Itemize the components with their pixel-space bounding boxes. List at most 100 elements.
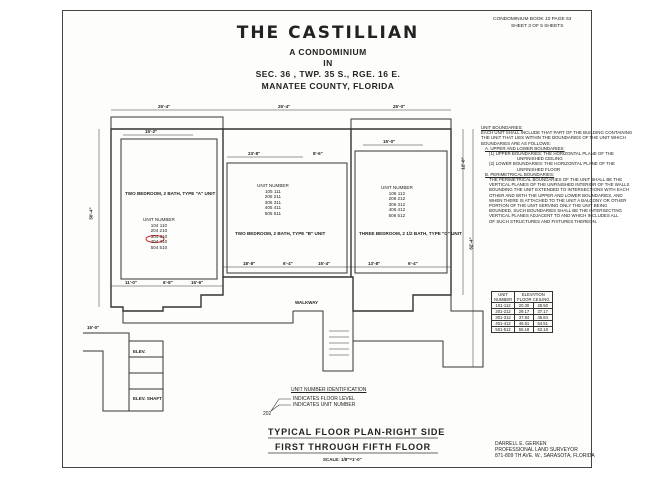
unit-c-row: 106 112 [388, 190, 406, 196]
unit-c-row: 506 512 [388, 212, 406, 218]
header-floor: FLOOR [517, 297, 532, 302]
unit-c-row: 206 212 [388, 196, 406, 202]
unit-b-list: UNIT NUMBER 105 111 205 211 305 311 405 … [257, 183, 289, 217]
dimension-bottom-a3: 15'-6" [191, 280, 204, 285]
notes-a2: (2) LOWER BOUNDARIES: THE HORIZONTAL PLA… [489, 161, 615, 167]
header-unit: UNIT [498, 292, 508, 297]
unit-b-row: 405 411 [264, 205, 282, 211]
page-label: PAGE [551, 17, 565, 22]
unit-b-header: UNIT NUMBER [257, 183, 289, 188]
subtitle-county: MANATEE COUNTY, FLORIDA [261, 81, 395, 91]
notes-b-line: OF SUCH STRUCTURES AND FIXTURES THEREON. [489, 218, 597, 224]
unit-a-row: 304 310 [150, 233, 168, 239]
floor-plan-drawing [83, 109, 484, 454]
cell-ceiling: 63.18 [532, 326, 553, 333]
unit-c-list: UNIT NUMBER 106 112 206 212 306 312 406 … [381, 185, 413, 219]
caption-line2: FIRST THROUGH FIFTH FLOOR [275, 442, 431, 452]
legend-unit: INDICATES UNIT NUMBER [293, 402, 356, 408]
legend-level: INDICATES FLOOR LEVEL [293, 396, 355, 402]
unit-a-row: 204 210 [150, 228, 168, 234]
elevator-label: ELEV. SHAFT [133, 396, 162, 401]
notes-a1b: UNFINISHED CEILING [517, 156, 563, 162]
sheet-count: SHEET 3 OF 5 SHEETS [511, 24, 564, 29]
subtitle-section: SEC. 36 , TWP. 35 S., RGE. 16 E. [255, 69, 401, 79]
surveyor-block: DARRELL E. GERKEN PROFESSIONAL LAND SURV… [495, 441, 595, 459]
legend-sample: 202 [263, 411, 272, 417]
unit-boundaries-notes: UNIT BOUNDARIES: EACH UNIT SHALL INCLUDE… [481, 125, 632, 224]
stair-label: ELEV. [133, 349, 146, 354]
dimension-left2: 15'-0" [87, 325, 100, 330]
unit-c-row: 406 412 [388, 207, 406, 213]
dimension-bottom-a2: 6'-8" [163, 280, 173, 285]
dimension-bottom-c2: 6'-4" [408, 261, 418, 266]
notes-b-line: OTHER AND WITH THE UPPER AND LOWER BOUND… [489, 192, 623, 198]
dimension-right2: 62'-4" [468, 237, 474, 250]
unit-c-header: UNIT NUMBER [381, 185, 413, 190]
book-number: 10 [544, 17, 551, 22]
walkway-label: WALKWAY [295, 300, 319, 305]
header-ceiling: CEILING [532, 297, 550, 302]
caption-line1: TYPICAL FLOOR PLAN-RIGHT SIDE [268, 427, 446, 437]
unit-a-label: TWO BEDROOM, 2 BATH, TYPE "A" UNIT [125, 191, 216, 196]
notes-b-line: BOUNDED, SUCH BOUNDARIES SHALL BE THE IN… [489, 208, 622, 214]
notes-line: BOUNDARIES ARE AS FOLLOWS: [481, 140, 551, 146]
dimension-bottom-a1: 11'-0" [125, 280, 137, 285]
subtitle-in: IN [323, 58, 333, 68]
notes-b-line: BOUNDING THE UNIT EXTENDED TO INTERSECTI… [489, 187, 629, 193]
dimension-top-c: 25'-0" [393, 104, 406, 109]
unit-b-row: 205 211 [264, 194, 282, 200]
notes-b-line: THE PERIMETRICAL BOUNDARIES OF THE UNIT … [489, 177, 623, 183]
dimension-b1: 23'-8" [248, 151, 261, 156]
unit-c-label: THREE BEDROOM, 2 1/2 BATH, TYPE "C" UNIT [359, 231, 462, 236]
dimension-right1: 12'-0" [460, 157, 466, 170]
unit-b-row: 505 511 [264, 210, 282, 216]
unit-a-list: UNIT NUMBER 104 110 204 210 304 310 404 … [143, 217, 175, 251]
dimension-top-a: 25'-4" [158, 104, 171, 109]
book-reference: CONDOMINIUM BOOK 10 PAGE 53 [493, 17, 571, 23]
page-number: 53 [566, 17, 572, 22]
unit-a-row: 504 510 [150, 244, 168, 250]
unit-c-row: 306 312 [388, 201, 406, 207]
unit-a-row: 404 410 [150, 239, 168, 245]
notes-heading: UNIT BOUNDARIES: [481, 125, 523, 130]
notes-a2b: UNFINISHED FLOOR [517, 166, 561, 172]
subtitle-condominium: A CONDOMINIUM [289, 47, 367, 57]
dimension-bottom-b3: 15'-4" [318, 261, 331, 266]
notes-a-heading: A. UPPER AND LOWER BOUNDARIES: [485, 145, 565, 151]
surveyor-name: DARRELL E. GERKEN [495, 441, 547, 447]
cell-unit: 501-512 [490, 326, 516, 333]
book-label: CONDOMINIUM BOOK [493, 17, 544, 22]
page-title: THE CASTILLIAN [236, 23, 420, 43]
unit-b-row: 105 111 [264, 188, 281, 194]
unit-a-header: UNIT NUMBER [143, 217, 175, 222]
legend-heading: UNIT NUMBER IDENTIFICATION [291, 387, 367, 393]
dimension-a1: 15'-2" [145, 129, 158, 134]
dimension-bottom-c1: 13'-8" [368, 261, 381, 266]
dimension-bottom-b2: 6'-4" [283, 261, 293, 266]
dimension-b2: 8'-6" [313, 151, 323, 156]
dimension-left1: 50'-4" [88, 207, 94, 220]
drawing-sheet: CONDOMINIUM BOOK 10 PAGE 53 SHEET 3 OF 5… [62, 10, 632, 468]
notes-line: THE UNIT THAT LIES WITHIN THE BOUNDARIES… [481, 135, 626, 141]
notes-a1: (1) UPPER BOUNDARIES: THE HORIZONTAL PLA… [489, 151, 614, 157]
notes-b-heading: B. PERIMETRICAL BOUNDARIES: [485, 171, 555, 177]
unit-a-row: 104 110 [150, 222, 168, 228]
notes-b-line: PORTION OF THE UNIT SERVING ONLY THE UNI… [489, 203, 608, 209]
dimension-top-b: 25'-4" [278, 104, 291, 109]
notes-b-line: WHEN THERE IS ATTACHED TO THE UNIT A BAL… [489, 197, 627, 203]
notes-b-line: VERTICAL PLANES OF THE UNFINISHED INTERI… [489, 182, 630, 188]
notes-line: EACH UNIT SHALL INCLUDE THAT PART OF THE… [481, 130, 633, 136]
notes-b-line: VERTICAL PLANES ADJACENT TO AND WHICH IN… [489, 213, 619, 219]
surveyor-address: 871-809 TH AVE. W., SARASOTA, FLORIDA [495, 453, 595, 459]
unit-b-row: 305 311 [264, 199, 282, 205]
header-elevation: ELEVATION [521, 292, 545, 297]
highlight-circle [145, 235, 165, 243]
